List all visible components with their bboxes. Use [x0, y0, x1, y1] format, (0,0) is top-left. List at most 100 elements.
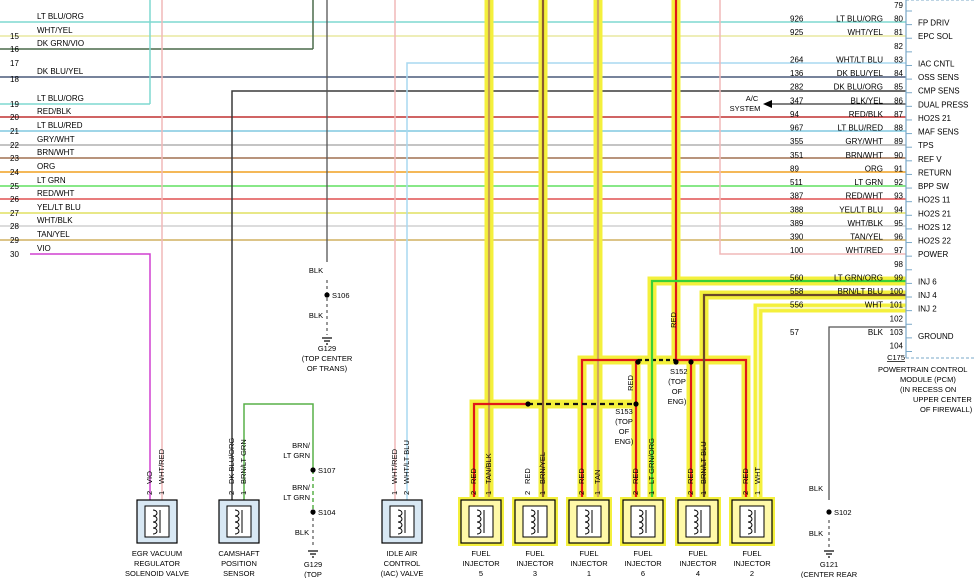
- pcm-pin-97: 97: [894, 246, 903, 255]
- pcm-wire-label-89: GRY/WHT: [845, 137, 883, 146]
- inj1-caption: INJECTOR: [570, 559, 608, 568]
- pcm-function-93: HO2S 11: [918, 196, 951, 205]
- splice-dots: [310, 292, 832, 515]
- circuit-90: 351: [790, 151, 804, 160]
- pcm-function-80: FP DRIV: [918, 19, 950, 28]
- pcm-wire-label-95: WHT/BLK: [847, 219, 883, 228]
- pcm-function-92: BPP SW: [918, 182, 949, 191]
- pcm-pin-80: 80: [894, 15, 903, 24]
- pcm-pin-86: 86: [894, 96, 903, 105]
- blk-label-3: BLK: [295, 528, 309, 537]
- g129-a-label-2: (TOP CENTER: [302, 354, 353, 363]
- coil-winding-icon: [584, 509, 590, 535]
- iac-caption: CONTROL: [384, 559, 421, 568]
- egr-pin-number: 2: [145, 491, 154, 495]
- pcm-wire-label-99: LT GRN/ORG: [834, 273, 883, 282]
- pcm-pin-82: 82: [894, 42, 903, 51]
- pcm-pin-94: 94: [894, 205, 903, 214]
- inj6-pin-wire: RED: [631, 468, 640, 484]
- inj5-caption: INJECTOR: [462, 559, 500, 568]
- left-pin-16: 16: [10, 45, 19, 54]
- pcm-function-95: HO2S 12: [918, 223, 951, 232]
- pcm-pin-95: 95: [894, 219, 903, 228]
- left-pin-27: 27: [10, 209, 19, 218]
- pcm-pin-102: 102: [890, 314, 904, 323]
- inj1-pin-wire: TAN: [593, 470, 602, 484]
- s152-label-4: ENG): [668, 397, 687, 406]
- pcm-pin-101: 101: [890, 301, 904, 310]
- pcm-function-89: TPS: [918, 141, 934, 150]
- red-label-feed: RED: [669, 312, 678, 328]
- pcm-wire-label-92: LT GRN: [854, 178, 883, 187]
- ground-symbols: [308, 337, 834, 558]
- pcm-pin-93: 93: [894, 192, 903, 201]
- pcm-wire-label-87: RED/BLK: [849, 110, 884, 119]
- inj3-pin-wire: RED: [523, 468, 532, 484]
- brn-lt-grn-label-1a: BRN/: [292, 441, 311, 450]
- s152-label-1: S152: [670, 367, 688, 376]
- circuit-97: 100: [790, 246, 804, 255]
- left-pin-15: 15: [10, 32, 19, 41]
- cam-pin-number: 2: [227, 491, 236, 495]
- pcm-wire-label-94: YEL/LT BLU: [839, 205, 883, 214]
- inj2-pin-number: 1: [753, 491, 762, 495]
- g129-b-label-2: (TOP: [304, 570, 322, 578]
- pcm-function-91: RETURN: [918, 168, 952, 177]
- circuit-103: 57: [790, 328, 799, 337]
- pcm-wire-label-91: ORG: [865, 164, 883, 173]
- cam-pin-wire: BRN/LT GRN: [239, 439, 248, 484]
- pcm-wire-label-101: WHT: [865, 301, 883, 310]
- pcm-pin-79: 79: [894, 1, 903, 10]
- pcm-pin-87: 87: [894, 110, 903, 119]
- left-pin-30: 30: [10, 250, 19, 259]
- pcm-wire-label-86: BLK/YEL: [851, 96, 884, 105]
- inj5-caption: 5: [479, 569, 483, 578]
- cam-pin-number: 1: [239, 491, 248, 495]
- circuit-100: 558: [790, 287, 804, 296]
- inj6-pin-wire: LT GRN/ORG: [647, 438, 656, 484]
- circuit-93: 387: [790, 192, 804, 201]
- inj2-caption: INJECTOR: [733, 559, 771, 568]
- pcm-function-84: OSS SENS: [918, 73, 959, 82]
- inj1-pin-number: 1: [593, 491, 602, 495]
- pcm-wire-label-93: RED/WHT: [846, 192, 883, 201]
- left-wire-label-7: LT BLU/RED: [37, 121, 83, 130]
- iac-pin-number: 2: [402, 491, 411, 495]
- left-wire-label-9: BRN/WHT: [37, 148, 74, 157]
- left-wire-label-16: VIO: [37, 244, 51, 253]
- pcm-pin-88: 88: [894, 124, 903, 133]
- left-pin-29: 29: [10, 236, 19, 245]
- pcm-label-1: POWERTRAIN CONTROL: [878, 365, 967, 374]
- circuit-86: 347: [790, 96, 804, 105]
- left-pin-23: 23: [10, 154, 19, 163]
- pcm-function-103: GROUND: [918, 332, 954, 341]
- coil-winding-icon: [476, 509, 482, 535]
- circuit-95: 389: [790, 219, 804, 228]
- coil-winding-icon: [397, 509, 403, 535]
- inj6-pin-number: 2: [631, 491, 640, 495]
- coil-winding-icon: [530, 509, 536, 535]
- pcm-function-90: REF V: [918, 155, 942, 164]
- left-pin-18: 18: [10, 75, 19, 84]
- left-wire-label-5: LT BLU/ORG: [37, 94, 84, 103]
- inj5-caption: FUEL: [471, 549, 490, 558]
- circuit-99: 560: [790, 273, 804, 282]
- pcm-function-96: HO2S 22: [918, 237, 951, 246]
- left-pin-25: 25: [10, 182, 19, 191]
- circuit-84: 136: [790, 69, 804, 78]
- pcm-pin-96: 96: [894, 233, 903, 242]
- s153-label-1: S153: [615, 407, 633, 416]
- inj4-pin-wire: BRN/LT BLU: [699, 441, 708, 484]
- inj6-caption: 6: [641, 569, 645, 578]
- inj2-pin-wire: RED: [741, 468, 750, 484]
- inj2-caption: 2: [750, 569, 754, 578]
